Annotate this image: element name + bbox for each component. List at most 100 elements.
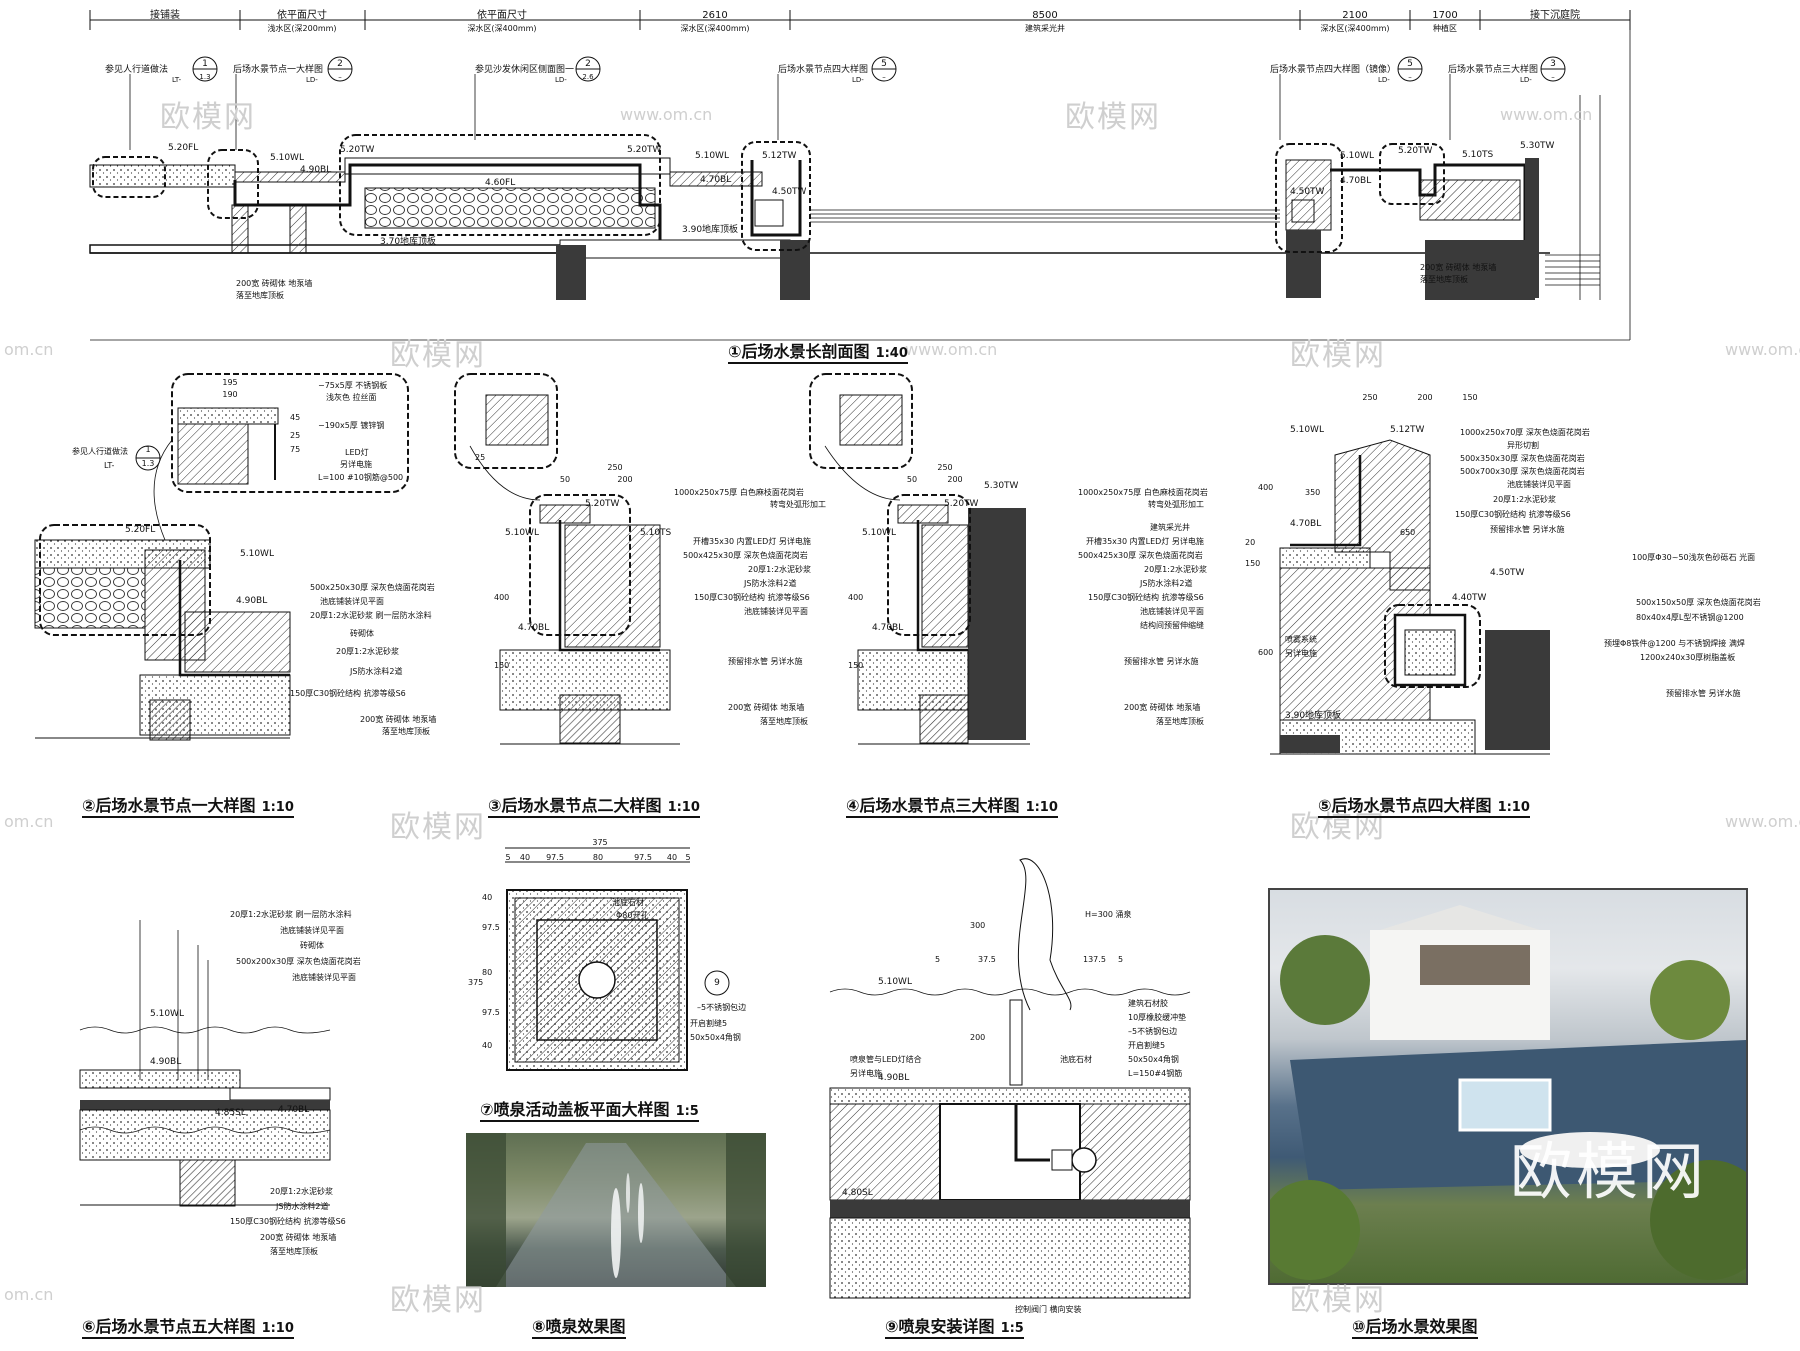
svg-text:另详电施: 另详电施 bbox=[1285, 648, 1317, 658]
s1-level-2: 4.90BL bbox=[300, 165, 331, 175]
s1-ref-3: 后场水景节点四大样图 bbox=[778, 63, 868, 75]
s1-ref-1: 后场水景节点一大样图 bbox=[233, 63, 323, 75]
render-watermark: 欧模网 bbox=[1509, 1135, 1708, 1208]
svg-text:另详电施: 另详电施 bbox=[340, 459, 372, 469]
svg-text:LD-: LD- bbox=[555, 76, 567, 84]
s1-note-3: 落至地库顶板 bbox=[1420, 274, 1468, 284]
svg-text:37.5: 37.5 bbox=[978, 955, 996, 964]
svg-text:池底铺装详见平面: 池底铺装详见平面 bbox=[1140, 606, 1204, 616]
svg-text:400: 400 bbox=[1258, 483, 1273, 492]
svg-text:5.10WL: 5.10WL bbox=[878, 977, 912, 987]
svg-text:落至地库顶板: 落至地库顶板 bbox=[760, 716, 808, 726]
svg-text:–: – bbox=[338, 73, 342, 81]
svg-text:4.70BL: 4.70BL bbox=[1290, 519, 1321, 529]
svg-text:JS防水涂料2道: JS防水涂料2道 bbox=[743, 578, 797, 588]
s1-note-0: 200宽 砖砌体 地泵墙 bbox=[236, 278, 312, 288]
svg-text:200宽 砖砌体 地泵墙: 200宽 砖砌体 地泵墙 bbox=[1124, 702, 1200, 712]
svg-text:预留排水管 另详水施: 预留排水管 另详水施 bbox=[728, 656, 803, 666]
svg-text:H=300 涌泉: H=300 涌泉 bbox=[1085, 909, 1132, 919]
s1-level-11: 3.70地库顶板 bbox=[380, 235, 436, 247]
svg-text:5: 5 bbox=[1407, 59, 1413, 69]
svg-text:375: 375 bbox=[468, 978, 483, 987]
detail-9: 300 5 37.5 137.5 5 200 375 200 200 5.10W… bbox=[829, 858, 1191, 1314]
svg-text:预留排水管 另详水施: 预留排水管 另详水施 bbox=[1124, 656, 1199, 666]
svg-text:−75x5厚 不锈钢板: −75x5厚 不锈钢板 bbox=[318, 380, 387, 390]
svg-text:150厚C30钢砼结构 抗渗等级S6: 150厚C30钢砼结构 抗渗等级S6 bbox=[290, 688, 406, 698]
svg-text:建筑石材胶: 建筑石材胶 bbox=[1128, 998, 1168, 1008]
svg-text:200: 200 bbox=[617, 475, 632, 484]
s1-note-1: 落至地库顶板 bbox=[236, 290, 284, 300]
svg-text:150厚C30钢砼结构 抗渗等级S6: 150厚C30钢砼结构 抗渗等级S6 bbox=[230, 1216, 346, 1226]
s1-ref-2: 参见沙发休闲区侧面图一 bbox=[475, 63, 574, 75]
svg-text:80: 80 bbox=[482, 968, 492, 977]
svg-text:100厚Φ30~50浅灰色砂砾石 光面: 100厚Φ30~50浅灰色砂砾石 光面 bbox=[1632, 552, 1755, 562]
svg-text:LD-: LD- bbox=[1520, 76, 1532, 84]
svg-text:池底铺装详见平面: 池底铺装详见平面 bbox=[1507, 479, 1571, 489]
svg-text:1.3: 1.3 bbox=[142, 459, 155, 468]
svg-text:4.90BL: 4.90BL bbox=[236, 596, 267, 606]
svg-text:异形切割: 异形切割 bbox=[1507, 440, 1539, 450]
svg-text:转弯处弧形加工: 转弯处弧形加工 bbox=[770, 499, 826, 509]
svg-text:500x425x30厚 深灰色烧面花岗岩: 500x425x30厚 深灰色烧面花岗岩 bbox=[683, 550, 808, 560]
svg-text:1.3: 1.3 bbox=[199, 73, 210, 81]
svg-text:结构间预留伸缩缝: 结构间预留伸缩缝 bbox=[1140, 620, 1204, 630]
s1-level-9: 4.50TW bbox=[772, 187, 807, 197]
svg-text:开槽35x30 内置LED灯 另详电施: 开槽35x30 内置LED灯 另详电施 bbox=[1086, 536, 1204, 546]
svg-text:L=150#4钢筋: L=150#4钢筋 bbox=[1128, 1068, 1182, 1078]
top-zone-4: 深水区(深400mm) bbox=[1320, 23, 1389, 33]
svg-text:砖砌体: 砖砌体 bbox=[350, 628, 374, 638]
svg-text:开启割缝5: 开启割缝5 bbox=[1128, 1040, 1165, 1050]
s1-level-12: 4.50TW bbox=[1290, 187, 1325, 197]
svg-text:3.90地库顶板: 3.90地库顶板 bbox=[1285, 709, 1341, 721]
svg-text:2: 2 bbox=[337, 59, 343, 69]
svg-text:400: 400 bbox=[494, 593, 509, 602]
svg-text:预埋Φ8铁件@1200 与不锈钢焊接 满焊: 预埋Φ8铁件@1200 与不锈钢焊接 满焊 bbox=[1604, 638, 1745, 648]
svg-text:200宽 砖砌体 地泵墙: 200宽 砖砌体 地泵墙 bbox=[260, 1232, 336, 1242]
svg-text:20厚1:2水泥砂浆: 20厚1:2水泥砂浆 bbox=[336, 646, 399, 656]
detail-8-title: ⑧喷泉效果图 bbox=[532, 1313, 626, 1339]
svg-text:5: 5 bbox=[685, 853, 690, 862]
svg-text:落至地库顶板: 落至地库顶板 bbox=[1156, 716, 1204, 726]
svg-text:150厚C30钢砼结构 抗渗等级S6: 150厚C30钢砼结构 抗渗等级S6 bbox=[694, 592, 810, 602]
svg-text:4.90BL: 4.90BL bbox=[878, 1073, 909, 1083]
svg-text:JS防水涂料2道: JS防水涂料2道 bbox=[349, 666, 403, 676]
svg-text:5.10WL: 5.10WL bbox=[862, 528, 896, 538]
svg-text:40: 40 bbox=[520, 853, 530, 862]
s1-level-8: 5.12TW bbox=[762, 151, 797, 161]
svg-text:45: 45 bbox=[290, 413, 300, 422]
svg-text:Φ80开孔: Φ80开孔 bbox=[616, 911, 648, 920]
svg-text:400: 400 bbox=[848, 593, 863, 602]
svg-text:5: 5 bbox=[505, 853, 510, 862]
svg-text:开启割缝5: 开启割缝5 bbox=[690, 1018, 727, 1028]
svg-text:4.70BL: 4.70BL bbox=[518, 623, 549, 633]
s1-ref-4: 后场水景节点四大样图（镜像） bbox=[1270, 63, 1396, 75]
detail-10-title: ⑩后场水景效果图 bbox=[1352, 1313, 1478, 1339]
svg-text:5: 5 bbox=[935, 955, 940, 964]
svg-text:250: 250 bbox=[937, 463, 952, 472]
svg-text:200: 200 bbox=[1417, 393, 1432, 402]
svg-text:20厚1:2水泥砂浆 刷一层防水涂料: 20厚1:2水泥砂浆 刷一层防水涂料 bbox=[310, 610, 432, 620]
detail-4: 250 50 200 400 150 5.30TW 5.20TW 5.10WL … bbox=[809, 373, 1208, 745]
svg-text:1000x250x75厚 白色麻枝面花岗岩: 1000x250x75厚 白色麻枝面花岗岩 bbox=[674, 487, 804, 497]
svg-text:池底铺装详见平面: 池底铺装详见平面 bbox=[280, 925, 344, 935]
top-zone-5: 种植区 bbox=[1433, 23, 1457, 33]
svg-text:控制阀门 横向安装: 控制阀门 横向安装 bbox=[1015, 1304, 1082, 1314]
s1-level-17: 5.30TW bbox=[1520, 141, 1555, 151]
svg-text:5.20FL: 5.20FL bbox=[125, 525, 155, 535]
svg-text:砖砌体: 砖砌体 bbox=[300, 940, 324, 950]
svg-text:500x700x30厚 深灰色烧面花岗岩: 500x700x30厚 深灰色烧面花岗岩 bbox=[1460, 466, 1585, 476]
svg-text:200宽 砖砌体 地泵墙: 200宽 砖砌体 地泵墙 bbox=[360, 714, 436, 724]
svg-text:LT-: LT- bbox=[172, 76, 182, 84]
svg-text:20: 20 bbox=[1245, 538, 1255, 547]
svg-text:LED灯: LED灯 bbox=[345, 447, 369, 457]
svg-text:池底铺装详见平面: 池底铺装详见平面 bbox=[744, 606, 808, 616]
svg-text:–5不锈钢包边: –5不锈钢包边 bbox=[697, 1002, 746, 1012]
svg-text:97.5: 97.5 bbox=[482, 1008, 500, 1017]
svg-text:5: 5 bbox=[881, 59, 887, 69]
svg-text:1000x250x75厚 白色麻枝面花岗岩: 1000x250x75厚 白色麻枝面花岗岩 bbox=[1078, 487, 1208, 497]
s1-level-0: 5.20FL bbox=[168, 143, 198, 153]
svg-text:浅灰色 拉丝面: 浅灰色 拉丝面 bbox=[326, 392, 377, 402]
s1-level-5: 5.20TW bbox=[627, 145, 662, 155]
